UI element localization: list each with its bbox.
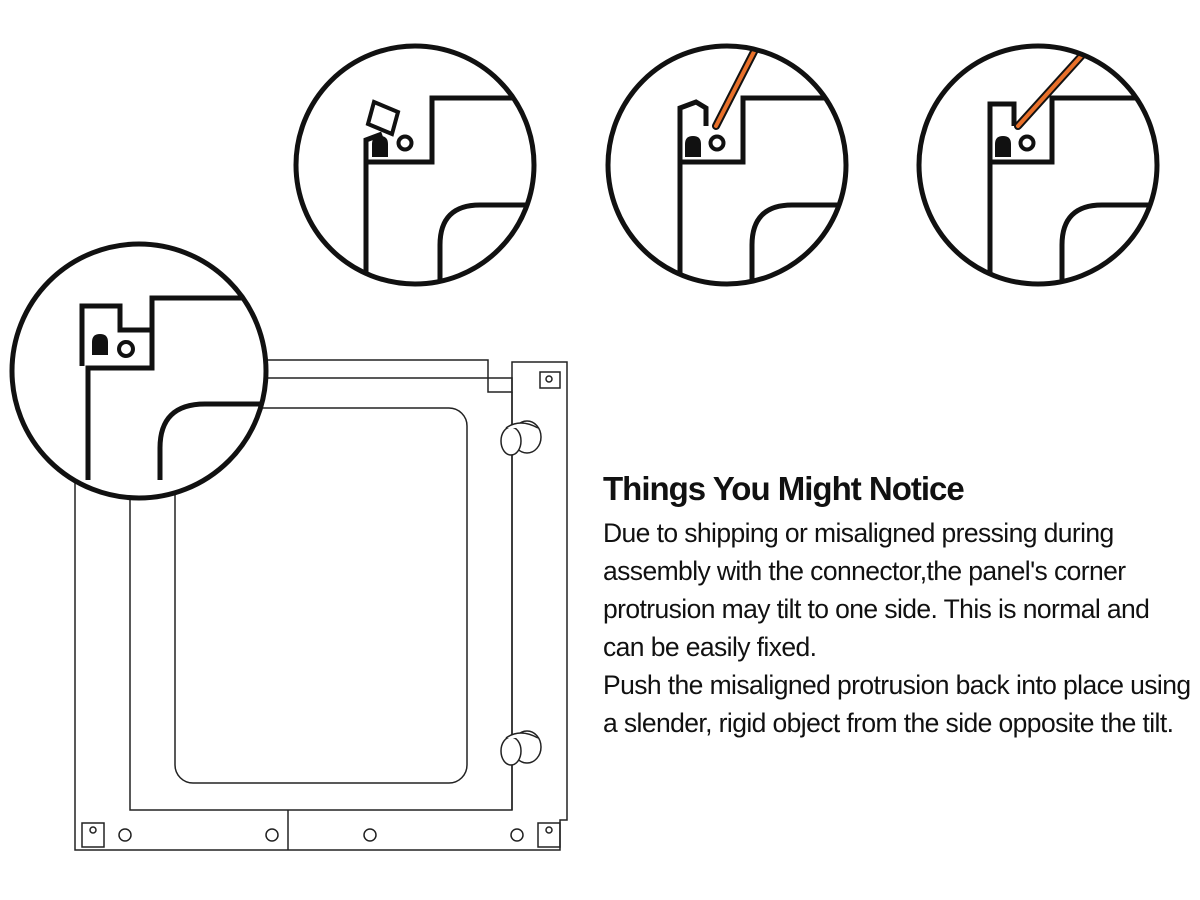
magnified-corner-main: [9, 241, 269, 501]
detail-fixed-corner: [916, 43, 1160, 287]
notice-text-block: Things You Might Notice Due to shipping …: [603, 468, 1193, 742]
hinge-lower-icon: [500, 730, 542, 766]
notice-paragraph-fix: Push the misaligned protrusion back into…: [603, 670, 1191, 738]
protrusion-icon: [92, 334, 108, 355]
notice-paragraph-cause: Due to shipping or misaligned pressing d…: [603, 518, 1150, 662]
detail-tilted-corner: [293, 43, 537, 287]
notice-title: Things You Might Notice: [603, 470, 965, 507]
detail-pushing-corner: [605, 43, 849, 287]
hinge-upper-icon: [500, 420, 542, 456]
